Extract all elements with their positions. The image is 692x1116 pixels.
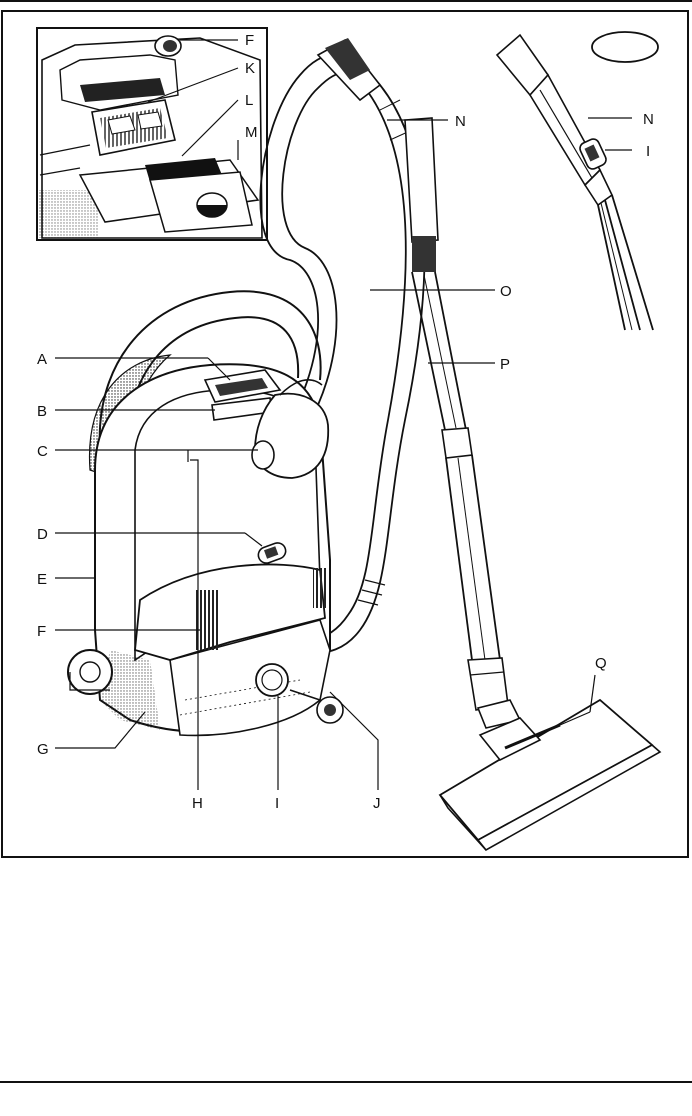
callout-P: P [500, 356, 510, 373]
bottom-rule [0, 1081, 692, 1083]
callout-inset2-I: I [646, 143, 650, 160]
callout-inset2-N: N [643, 111, 654, 128]
callout-Q: Q [595, 655, 607, 672]
callout-inset-M: M [245, 124, 258, 141]
callout-O: O [500, 283, 512, 300]
detail-inset-handle [497, 32, 658, 330]
callout-J: J [373, 795, 381, 812]
extension-tube [405, 118, 520, 728]
callout-inset-K: K [245, 60, 255, 77]
callout-inset-F: F [245, 32, 254, 49]
callout-B: B [37, 403, 47, 420]
callout-inset-L: L [245, 92, 253, 109]
callout-A: A [37, 351, 47, 368]
callout-N: N [455, 113, 466, 130]
callout-I: I [275, 795, 279, 812]
callout-D: D [37, 526, 48, 543]
detail-inset-bag-compartment [37, 28, 267, 240]
callout-F: F [37, 623, 46, 640]
callout-E: E [37, 571, 47, 588]
callout-H: H [192, 795, 203, 812]
floor-nozzle [440, 700, 660, 850]
callout-G: G [37, 741, 49, 758]
callout-C: C [37, 443, 48, 460]
